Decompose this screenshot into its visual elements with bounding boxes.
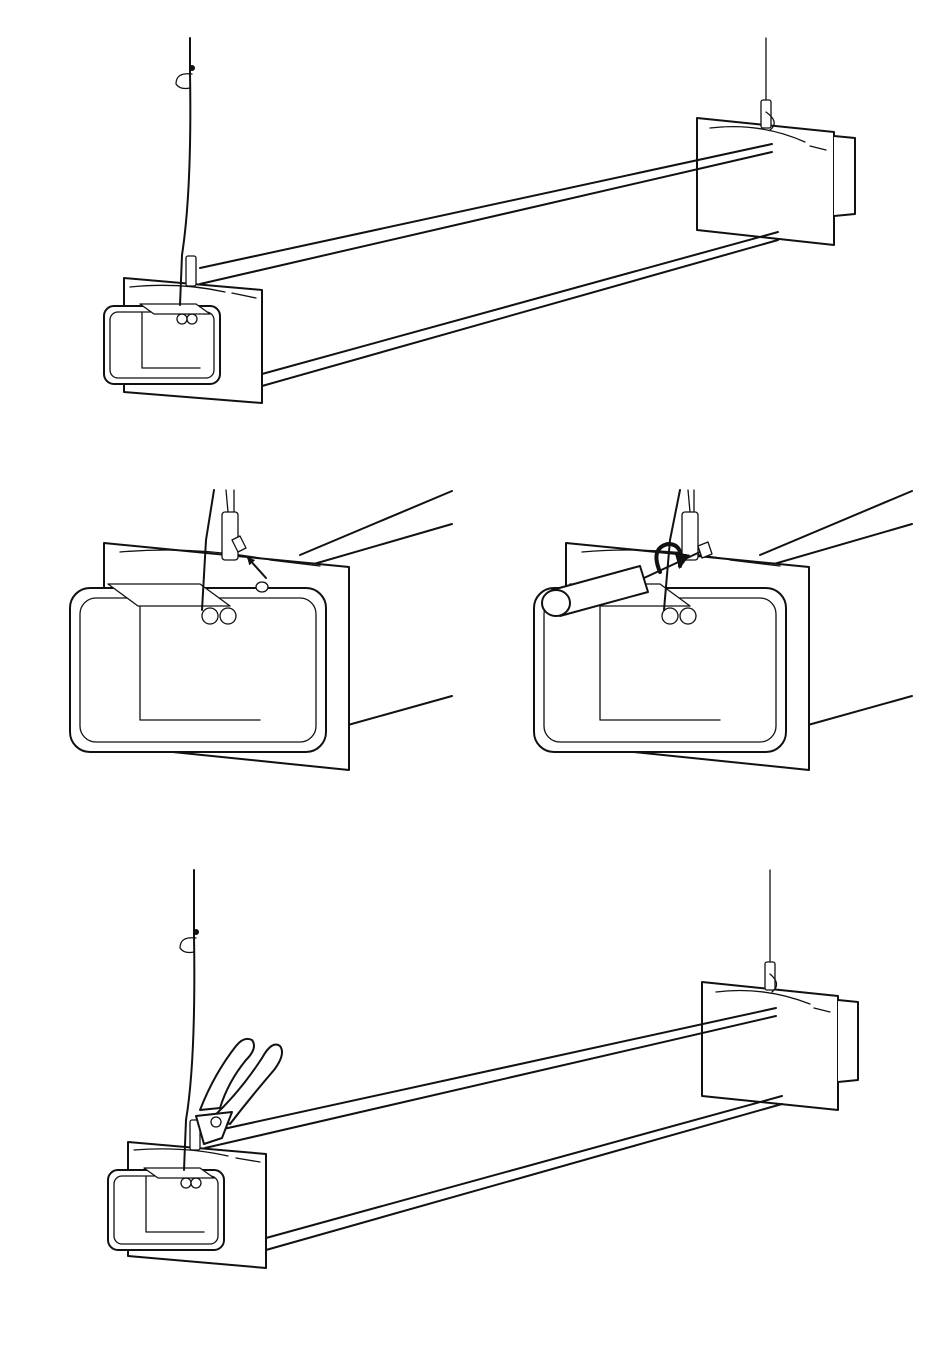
cut-excess-wire-overview (108, 870, 858, 1268)
duct-suspended-overview (104, 38, 855, 403)
rectangular-duct-icon (205, 1008, 782, 1250)
tighten-screw-detail (534, 490, 912, 770)
duct-opening-icon (108, 1170, 224, 1250)
hanger-rod-icon (682, 512, 698, 560)
duct-flange-icon (702, 982, 858, 1110)
set-screw-insertion-detail (70, 490, 452, 770)
hanger-rod-icon (765, 962, 775, 990)
hanger-rod-icon (222, 512, 238, 560)
hanger-rod-icon (186, 256, 196, 286)
pliers-icon (196, 1039, 282, 1144)
duct-opening-icon (70, 588, 326, 752)
duct-flange-icon (697, 118, 855, 245)
rectangular-duct-icon (200, 144, 778, 386)
duct-opening-icon (104, 306, 220, 384)
